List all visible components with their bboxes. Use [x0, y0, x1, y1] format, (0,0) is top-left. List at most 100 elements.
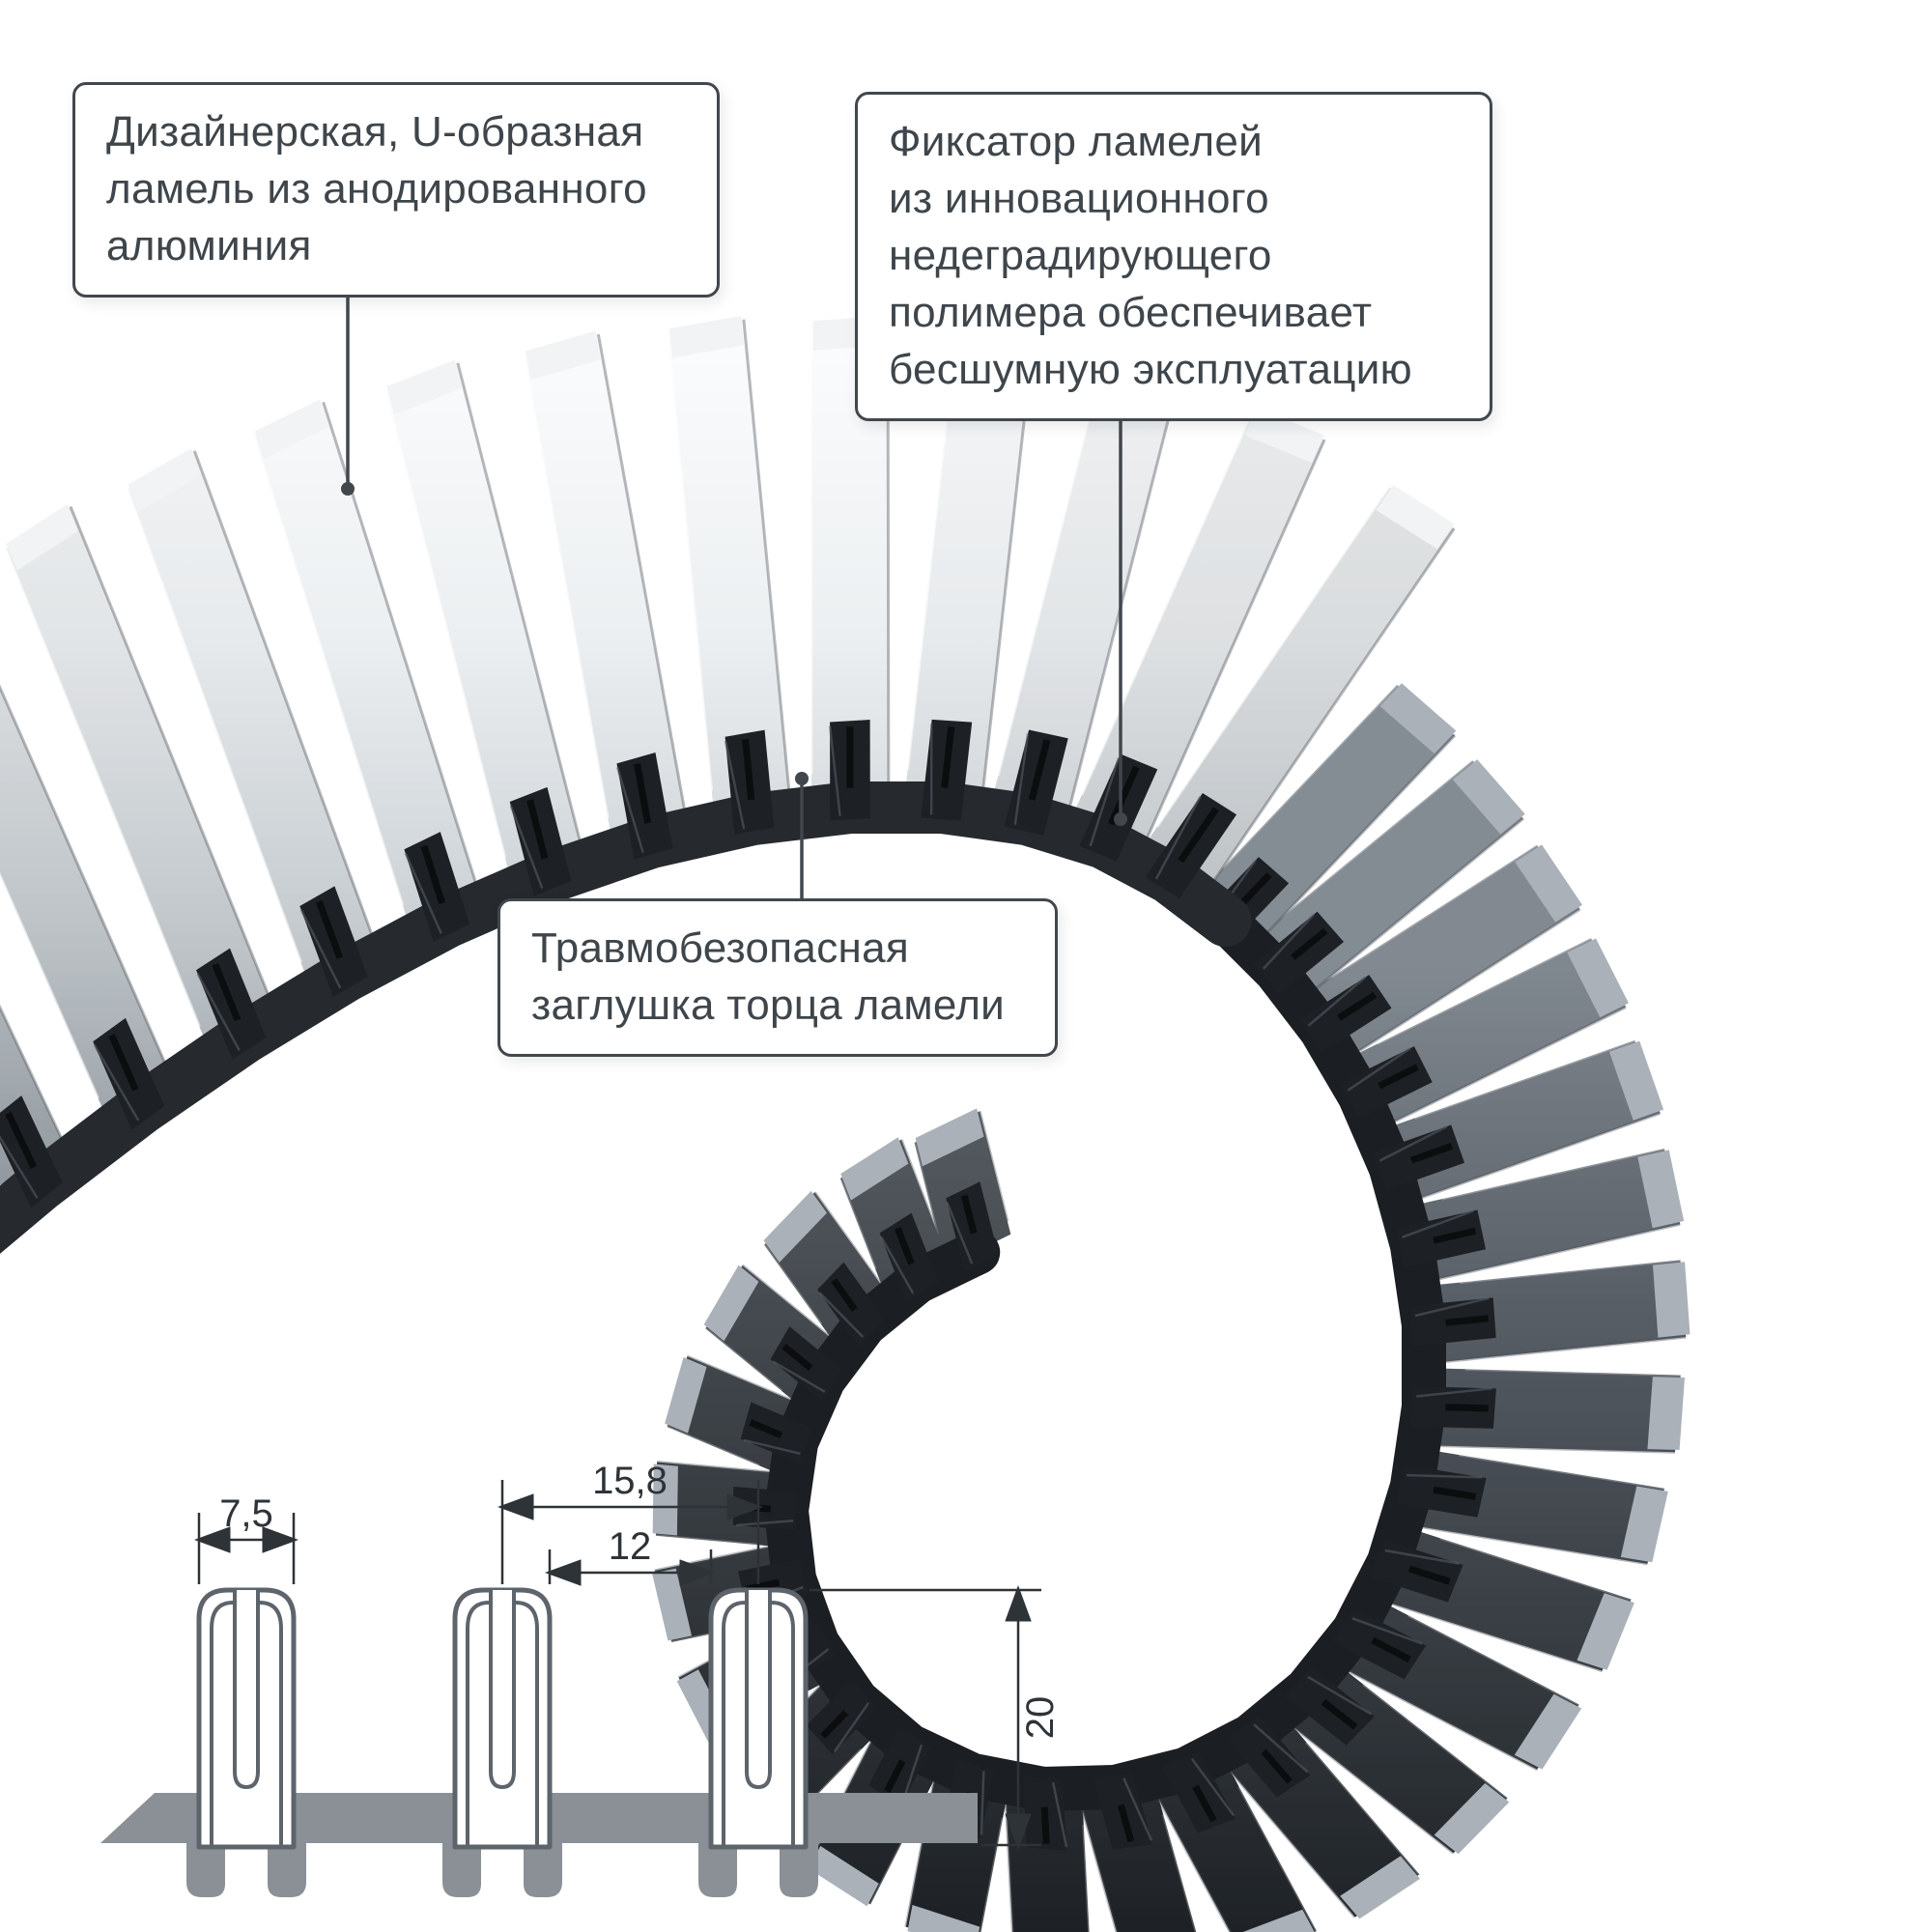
dimension-drawing: 7,5 15,8 12 20 [100, 1460, 1062, 1897]
lamella-top-cap [1434, 1782, 1510, 1855]
clip-edge-highlight [818, 1292, 865, 1338]
dimension-lines: 7,5 15,8 12 20 [194, 1460, 1062, 1850]
lamella-top-cap [526, 330, 601, 381]
lamella-edge-shadow [1356, 907, 1581, 1054]
lamella-edge-shadow [1390, 1602, 1604, 1673]
lamella-edge-highlight [1414, 1038, 1635, 1120]
clip-slot [1178, 807, 1219, 864]
clip-edge-highlight [1402, 1209, 1474, 1238]
lamella-top-cap [669, 316, 745, 358]
lamella-edge-shadow [1443, 1335, 1687, 1364]
clip-edge-highlight [724, 740, 746, 830]
lamella-edge-highlight [667, 1425, 760, 1467]
lamella-edge-highlight [126, 488, 302, 963]
lamella-shading [1067, 410, 1325, 856]
lamella-top-cap [1620, 1486, 1668, 1563]
lamella-shading [5, 506, 277, 1058]
lamella-top-cap [665, 1356, 707, 1434]
lamella-edge-shadow [1264, 734, 1457, 935]
clip-edge-highlight [828, 725, 841, 816]
clip-slot [1291, 927, 1328, 961]
lamella-top-cap [128, 448, 202, 512]
dim-label-pitch: 15,8 [592, 1460, 668, 1502]
lamella-edge-highlight [1155, 486, 1390, 828]
roll-up-grille [0, 316, 1690, 1932]
clip-slot [526, 799, 549, 860]
lamella-shading [989, 358, 1179, 826]
lamella-face [127, 450, 380, 994]
clip-edge-highlight [93, 1044, 140, 1122]
clip-slot [960, 1194, 978, 1235]
lamella-edge-highlight [809, 325, 813, 775]
lamella-edge-shadow [0, 684, 170, 1071]
lamella-top-cap [1242, 1909, 1315, 1932]
clip-edge-highlight [0, 1135, 39, 1199]
clip-slot [1237, 872, 1272, 908]
lamella-top-cap [763, 1190, 828, 1263]
lamella-top-cap [652, 1568, 693, 1641]
lamella-edge-highlight [913, 1142, 939, 1235]
lamella-face [0, 687, 174, 1128]
clip-edge-highlight [1406, 1473, 1483, 1479]
dim-label-height: 20 [1019, 1696, 1062, 1740]
lamella-face [524, 333, 689, 852]
lamella-top-cap [1608, 1040, 1664, 1121]
lamella-top-cap [1647, 1377, 1686, 1451]
lamella-edge-highlight [838, 1178, 877, 1270]
lamella-edge-shadow [1420, 1525, 1648, 1566]
lamella-face [668, 319, 791, 824]
lamella-edge-shadow [741, 1264, 834, 1341]
polymer-hook-right [524, 1839, 562, 1897]
lamella-top-cap [1652, 1262, 1690, 1338]
lamella-edge-highlight [980, 1817, 1005, 1932]
u-profile-slot [745, 1590, 772, 1790]
callout-leaders [341, 261, 1127, 927]
clip-edge-highlight [1384, 1548, 1460, 1565]
lamella-edge-shadow [1066, 375, 1181, 812]
lamella-top-cap [386, 359, 463, 415]
lamella-edge-highlight [1441, 1147, 1665, 1201]
lamella-top-cap [1567, 938, 1629, 1018]
leader-dot-fixator [1114, 812, 1127, 826]
lamella-top-cap [6, 504, 78, 571]
lamella-edge-shadow [192, 450, 377, 943]
clip-slot [1261, 1748, 1293, 1784]
clip-slot [1040, 1806, 1050, 1844]
u-profile-slot [489, 1590, 516, 1790]
clip-slot [820, 1710, 849, 1739]
callout-endcap: Травмобезопасная заглушка торца ламели [497, 898, 1058, 1057]
lamella-edge-shadow [1438, 1444, 1676, 1454]
clip-slot [1378, 1064, 1419, 1090]
lamella-top-cap [840, 1137, 909, 1201]
lamella-edge-highlight [762, 1243, 823, 1325]
clip-slot [831, 1278, 858, 1312]
lamella-edge-highlight [1161, 1813, 1198, 1932]
lamella-edge-shadow [1292, 1725, 1455, 1855]
lamella-edge-highlight [1458, 1453, 1665, 1491]
lamella-top-cap [809, 1845, 879, 1907]
clip-edge-highlight [736, 1519, 794, 1527]
clip-slot [1337, 991, 1378, 1021]
lamella-face [253, 402, 483, 937]
lamella-edge-highlight [1279, 758, 1474, 920]
lamella-edge-highlight [1305, 1741, 1421, 1876]
lamella-edge-shadow [1144, 439, 1326, 843]
lamella-face [989, 358, 1179, 826]
lamella-edge-shadow [1227, 1768, 1356, 1918]
clip-edge-highlight [1051, 1781, 1068, 1848]
lamella-edge-shadow [742, 319, 791, 798]
clip-edge-highlight [196, 973, 241, 1051]
clip-slot [1107, 765, 1140, 826]
clip-slot [894, 1227, 915, 1265]
lamella-edge-highlight [996, 358, 1106, 777]
polymer-hook-right [780, 1839, 818, 1897]
clip-edge-highlight [1262, 913, 1316, 970]
clip-slot [1028, 739, 1051, 801]
clip-edge-highlight [833, 1702, 870, 1753]
clip-slot [5, 1112, 37, 1169]
clip-edge-highlight [299, 909, 342, 989]
clip-edge-highlight [980, 1771, 985, 1835]
clip-edge-highlight [1307, 976, 1367, 1027]
lamella-edge-shadow [1155, 1796, 1233, 1932]
lamella-shading [0, 687, 174, 1128]
